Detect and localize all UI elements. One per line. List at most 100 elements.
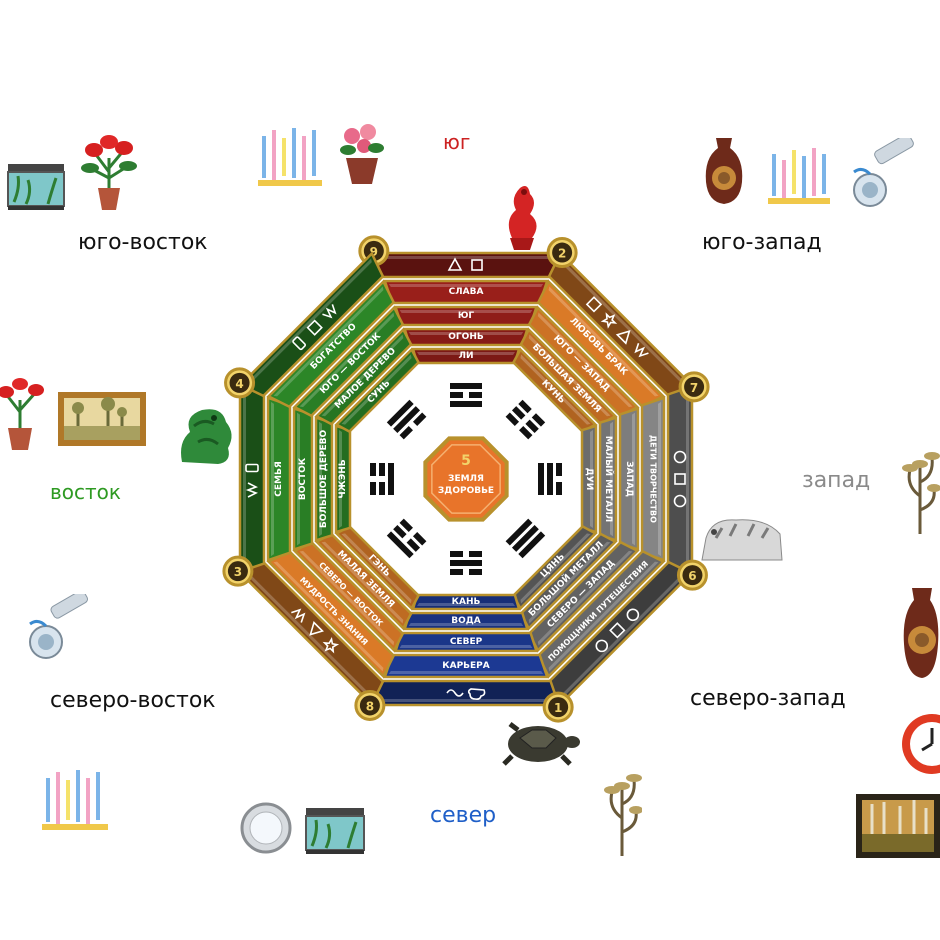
metal-tree-sculpture-icon	[902, 452, 940, 534]
trigram-line-broken	[412, 532, 427, 546]
band-highlight	[520, 354, 591, 425]
zigzag-icon	[634, 342, 649, 358]
band-highlight	[520, 533, 591, 604]
band-highlight	[560, 573, 687, 700]
water-faucet-icon	[853, 138, 914, 207]
trigram-se	[386, 399, 427, 440]
center-octagon	[423, 436, 509, 522]
circle-icon	[595, 639, 609, 653]
trigram-line-broken	[406, 538, 421, 552]
center-label-health: ЗДОРОВЬЕ	[438, 486, 494, 496]
triangle-icon	[615, 330, 631, 345]
band-label: ЮГ	[458, 311, 475, 321]
trigram-line-broken	[412, 412, 427, 426]
trigram-line-broken	[556, 463, 562, 476]
trigram-line-broken	[518, 399, 532, 414]
band-highlight	[632, 412, 635, 546]
sector-number: 7	[690, 381, 698, 395]
direction-label-east: восток	[50, 480, 121, 504]
trigram-line-broken	[505, 412, 520, 426]
sector-number-badge-inner	[552, 242, 573, 263]
metal-tree-sculpture-icon	[604, 774, 642, 856]
direction-label-northwest: северо-запад	[690, 686, 846, 711]
vase-icon	[705, 138, 743, 204]
trigram-e	[370, 463, 394, 495]
square-icon	[306, 319, 323, 336]
band-highlight	[388, 671, 544, 674]
center-number: 5	[461, 453, 471, 469]
band-highlight	[273, 286, 384, 397]
zigzag-icon	[245, 482, 258, 498]
trigram-n	[450, 551, 482, 575]
rectangle-icon	[245, 463, 259, 473]
sector-number: 8	[366, 699, 374, 713]
trigram-line-broken	[511, 406, 526, 420]
triangle-icon	[309, 621, 324, 636]
white-tiger-statue-icon	[701, 519, 783, 561]
sector-number: 6	[688, 569, 696, 583]
band-highlight	[297, 412, 300, 546]
band-highlight	[548, 561, 659, 672]
band-highlight	[560, 258, 687, 385]
trigram-line-broken	[469, 392, 482, 398]
band-highlight	[341, 533, 412, 604]
sector-band	[292, 305, 405, 418]
potted-rose-icon	[340, 124, 384, 184]
band-highlight	[610, 421, 613, 537]
direction-label-southwest: юго-запад	[702, 230, 822, 255]
trigram-line-broken	[379, 463, 385, 476]
trigram-s	[450, 383, 482, 407]
candles-icon	[768, 148, 830, 204]
band-label: ОГОНЬ	[448, 332, 484, 342]
trigram-line-solid	[450, 401, 482, 407]
band-highlight	[388, 284, 544, 287]
trigram-line-solid	[388, 463, 394, 495]
trigram-line-solid	[450, 560, 482, 566]
direction-label-southeast: юго-восток	[78, 230, 208, 255]
trigram-line-solid	[547, 463, 553, 495]
trigram-line-solid	[450, 383, 482, 389]
sector-number-badge-inner	[229, 372, 250, 393]
band-label: ДУИ	[584, 468, 594, 491]
band-label: ЧЖЭНЬ	[338, 459, 348, 498]
trigram-line-broken	[556, 482, 562, 495]
wall-clock-icon	[902, 714, 940, 774]
square-icon	[585, 296, 603, 313]
band-highlight	[658, 401, 661, 557]
sector-number: 3	[234, 565, 242, 579]
band-highlight	[537, 312, 633, 408]
band-highlight	[273, 561, 384, 672]
turtle-statue-icon	[502, 722, 580, 766]
sector-number-badge-inner	[682, 565, 703, 586]
band-highlight	[341, 354, 412, 425]
sector-number: 1	[554, 701, 562, 715]
band-highlight	[377, 699, 555, 702]
band-highlight	[321, 334, 404, 417]
band-highlight	[528, 334, 611, 417]
band-label: СЕМЬЯ	[274, 461, 284, 497]
cloud-icon	[467, 688, 486, 700]
band-highlight	[245, 258, 372, 385]
triangle-icon	[447, 257, 463, 271]
red-phoenix-statue-icon	[508, 186, 537, 250]
trigram-line-broken	[370, 482, 376, 495]
trigram-line-broken	[450, 569, 463, 575]
trigram-line-broken	[379, 482, 385, 495]
sector-number-badge-inner	[227, 561, 248, 582]
forest-painting-icon	[856, 794, 940, 858]
sector-band	[314, 327, 413, 426]
band-label: МАЛЫЙ МЕТАЛЛ	[603, 436, 615, 523]
sector-number: 4	[235, 377, 243, 391]
square-icon	[609, 622, 626, 639]
sector-number: 9	[370, 245, 378, 259]
circle-icon	[673, 494, 687, 508]
band-highlight	[408, 623, 524, 626]
square-icon	[674, 473, 686, 485]
band-highlight	[319, 421, 322, 537]
trigram-line-broken	[399, 518, 413, 533]
center-octagon-inner	[431, 444, 501, 514]
